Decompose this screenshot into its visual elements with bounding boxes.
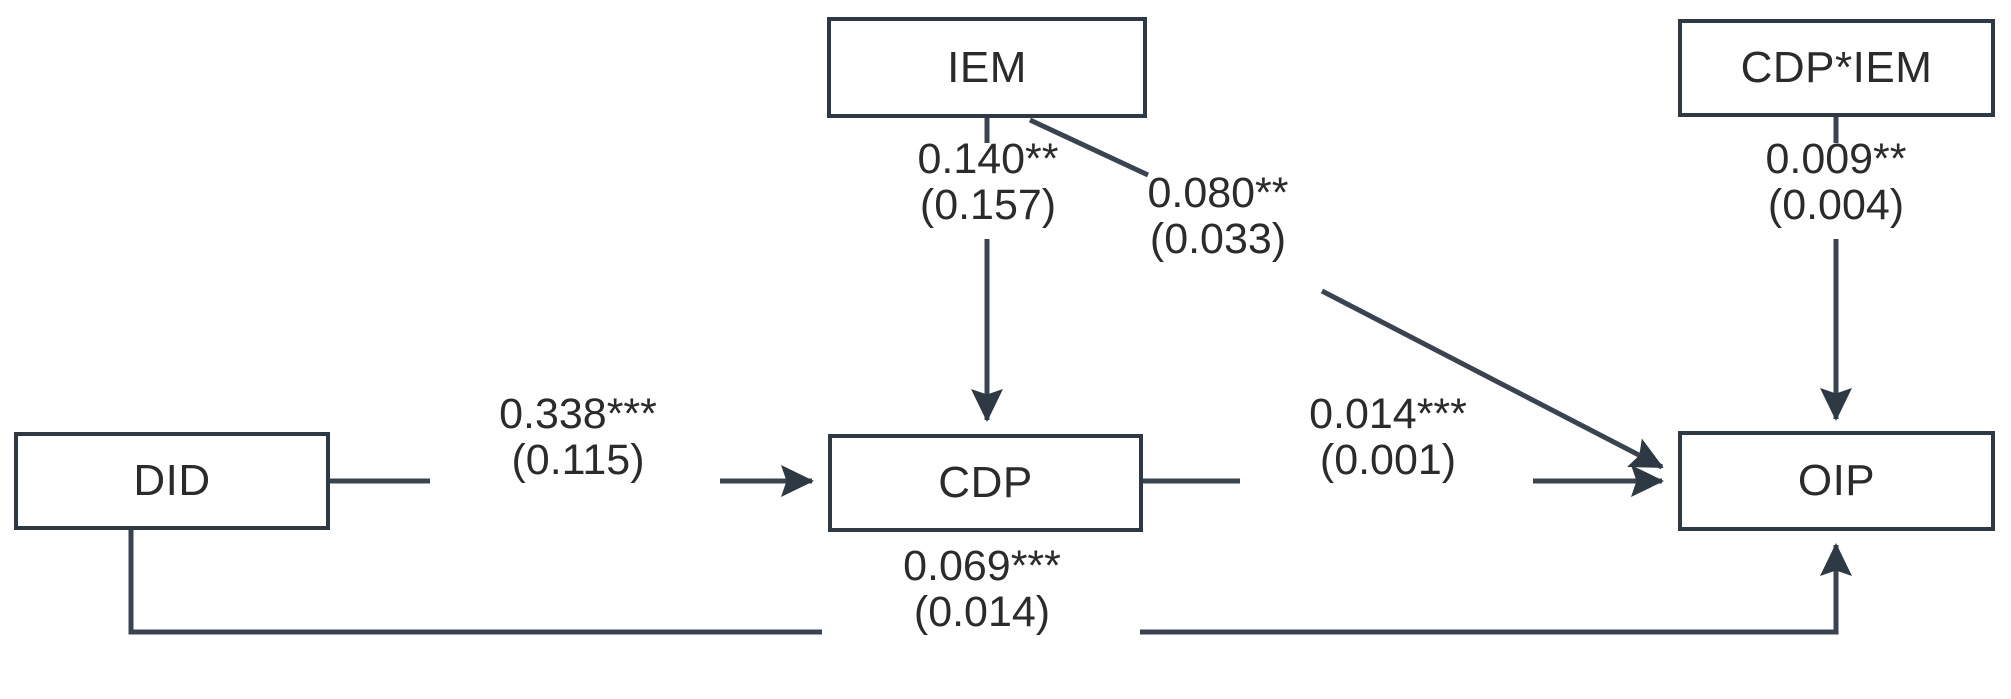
node-did[interactable]: DID xyxy=(14,432,330,530)
edge-label-did-to-cdp: 0.338*** (0.115) xyxy=(428,391,728,484)
edge-did-to-oip xyxy=(128,530,1852,635)
edge-coefficient: 0.338*** xyxy=(499,390,657,438)
edge-iem-to-oip xyxy=(1028,117,1664,470)
edge-label-iem-to-oip: 0.080** (0.033) xyxy=(1068,170,1368,263)
edge-std-error: (0.001) xyxy=(1319,436,1457,485)
edge-coefficient: 0.009** xyxy=(1765,135,1907,183)
edge-std-error: (0.014) xyxy=(913,588,1051,637)
edge-std-error: (0.157) xyxy=(919,181,1057,230)
node-cdp-iem[interactable]: CDP*IEM xyxy=(1678,19,1995,117)
edge-std-error: (0.004) xyxy=(1767,181,1905,230)
node-iem[interactable]: IEM xyxy=(827,17,1147,118)
edge-std-error: (0.033) xyxy=(1149,215,1287,264)
node-oip-label: OIP xyxy=(1797,456,1876,505)
node-did-label: DID xyxy=(133,456,211,505)
node-cdp[interactable]: CDP xyxy=(828,434,1143,532)
node-cdp-label: CDP xyxy=(938,458,1033,507)
edge-std-error: (0.115) xyxy=(511,436,645,485)
node-cdp-iem-label: CDP*IEM xyxy=(1740,43,1933,92)
edge-label-iem-to-cdp: 0.140** (0.157) xyxy=(838,136,1138,229)
node-iem-label: IEM xyxy=(947,42,1027,92)
edge-coefficient: 0.140** xyxy=(917,135,1059,183)
node-oip[interactable]: OIP xyxy=(1678,431,1995,531)
edge-coefficient: 0.069*** xyxy=(903,542,1061,590)
edge-label-did-to-oip: 0.069*** (0.014) xyxy=(832,543,1132,636)
edge-coefficient: 0.080** xyxy=(1147,169,1289,217)
edge-label-cdp-to-oip: 0.014*** (0.001) xyxy=(1238,391,1538,484)
edge-label-cdpiem-to-oip: 0.009** (0.004) xyxy=(1686,136,1986,229)
edge-coefficient: 0.014*** xyxy=(1309,390,1467,438)
